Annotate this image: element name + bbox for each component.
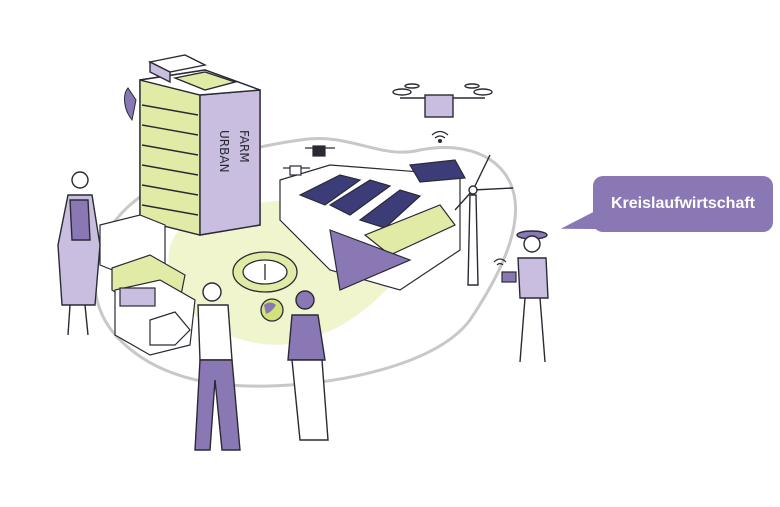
bird — [124, 87, 137, 122]
wifi-icon — [431, 130, 449, 144]
speech-bubble: Kreislaufwirtschaft — [593, 176, 773, 232]
urban-sign: URBAN — [217, 130, 231, 173]
left-houses — [99, 214, 196, 356]
farm-sign: FARM — [237, 130, 251, 163]
drone-icon — [392, 83, 493, 118]
small-drone-icon-2 — [283, 165, 310, 176]
person-center-woman — [287, 290, 329, 441]
person-left — [57, 171, 101, 336]
globe-icon — [260, 298, 284, 322]
person-center-man — [194, 282, 241, 451]
wifi-icon-tablet — [493, 258, 507, 266]
compost-circle — [232, 251, 298, 293]
small-drone-icon — [305, 145, 335, 157]
ground-loop-path — [93, 137, 518, 388]
person-right — [516, 230, 549, 363]
speech-bubble-text: Kreislaufwirtschaft — [610, 195, 756, 212]
solar-buildings — [279, 159, 466, 291]
wind-turbine-icon — [454, 154, 514, 286]
tablet-icon — [501, 271, 517, 283]
